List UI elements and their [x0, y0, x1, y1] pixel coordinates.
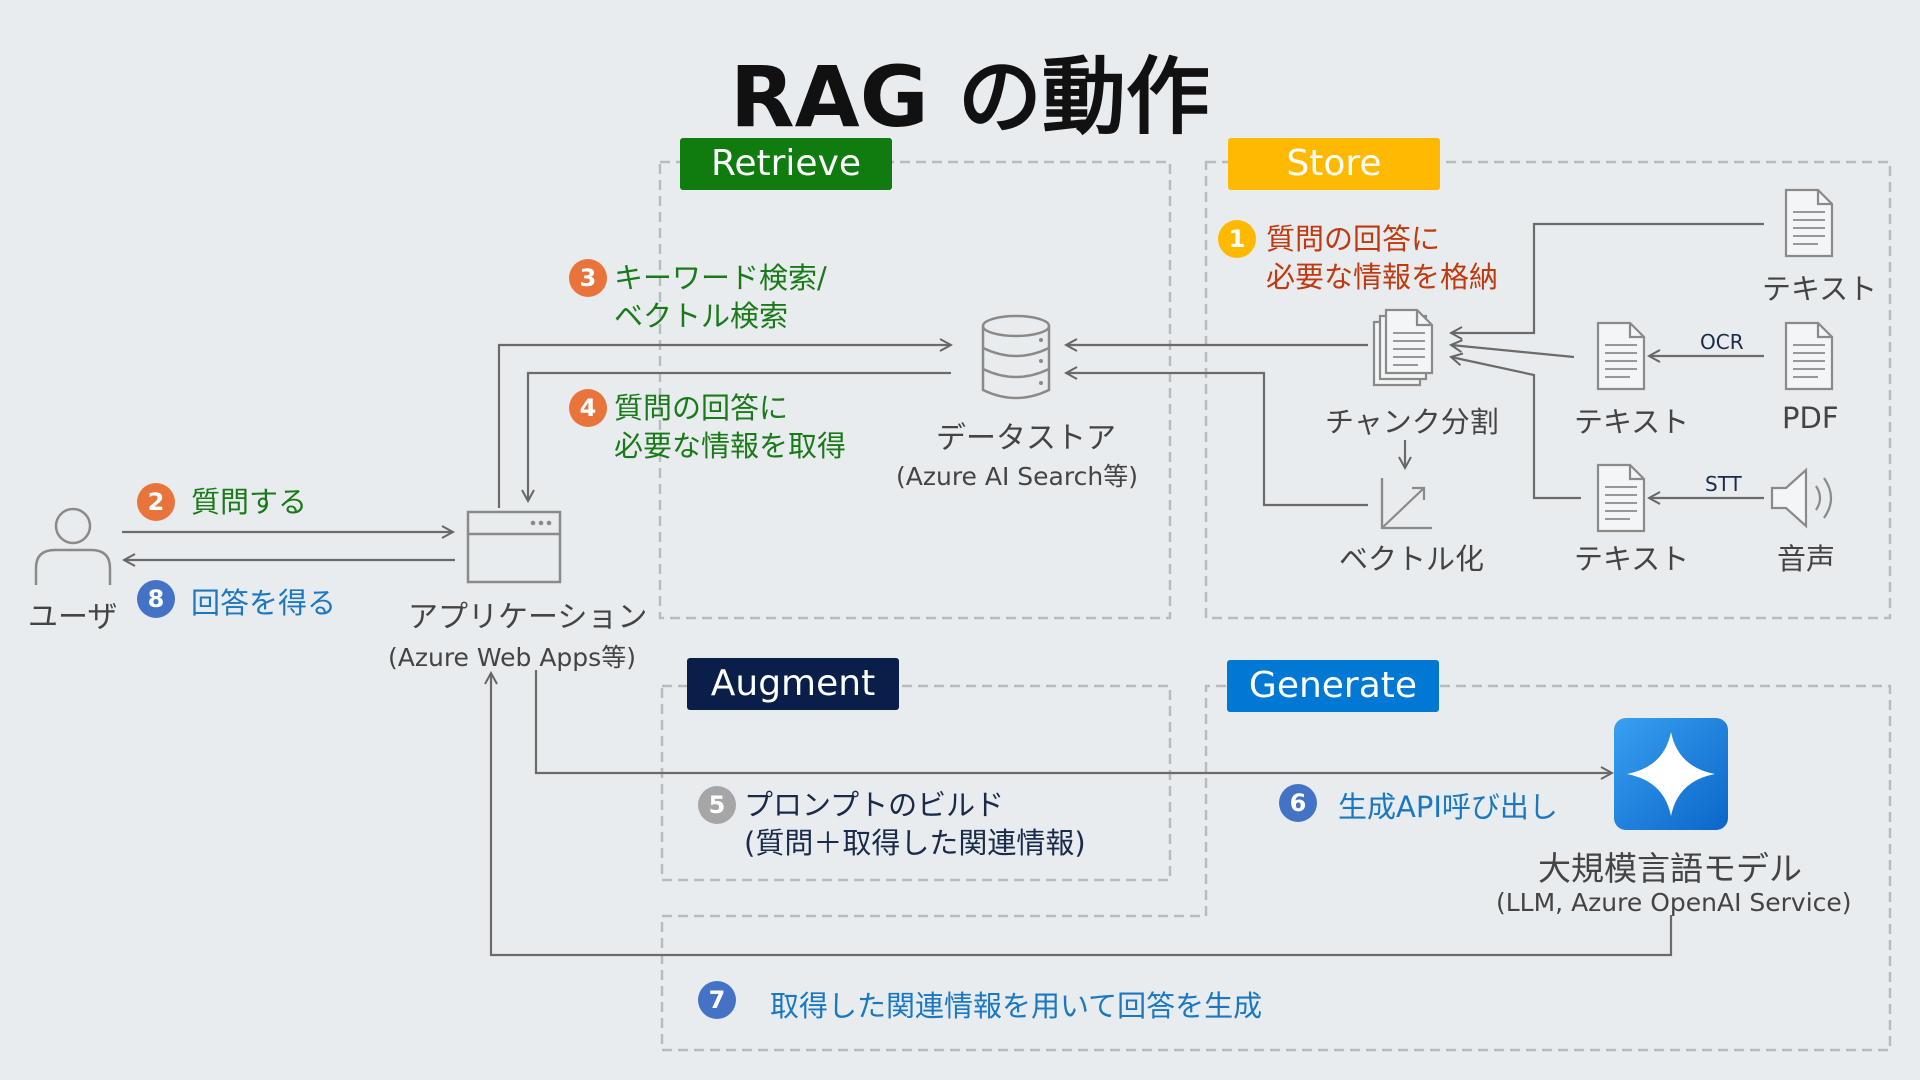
step-4-label: 質問の回答に 必要な情報を取得 — [614, 391, 847, 463]
retrieve-tag: Retrieve — [680, 138, 892, 190]
speaker-icon — [1770, 467, 1833, 529]
database-icon — [981, 314, 1051, 400]
text-top-label: テキスト — [1762, 272, 1878, 306]
step-7-badge: 7 — [698, 981, 736, 1019]
step-1-badge: 1 — [1218, 220, 1256, 258]
step-3-label: キーワード検索/ ベクトル検索 — [614, 261, 827, 333]
documents-icon — [1372, 308, 1434, 387]
llm-label: 大規模言語モデル — [1538, 849, 1802, 888]
app-label: アプリケーション — [408, 600, 648, 635]
step-5-badge: 5 — [698, 786, 736, 824]
text-mid-label: テキスト — [1574, 405, 1690, 439]
step-6-label: 生成API呼び出し — [1338, 790, 1558, 824]
datastore-label: データストア — [936, 421, 1116, 456]
app-sublabel: (Azure Web Apps等) — [388, 643, 636, 672]
pdf-label: PDF — [1782, 401, 1839, 435]
generate-box — [660, 684, 1892, 1052]
step-2-badge: 2 — [137, 483, 175, 521]
chunk-label: チャンク分割 — [1325, 405, 1499, 439]
user-label: ユーザ — [28, 600, 118, 635]
page-title: RAG の動作 — [730, 48, 1210, 146]
step-1-label: 質問の回答に 必要な情報を格納 — [1266, 222, 1499, 294]
step-7-label: 取得した関連情報を用いて回答を生成 — [770, 989, 1263, 1023]
retrieve-box — [658, 160, 1172, 620]
step-6-badge: 6 — [1279, 784, 1317, 822]
datastore-sublabel: (Azure AI Search等) — [896, 462, 1138, 491]
augment-tag: Augment — [687, 658, 899, 710]
step-2-label: 質問する — [191, 485, 308, 519]
text-bottom-label: テキスト — [1574, 542, 1690, 576]
llm-sparkle-icon — [1614, 718, 1728, 830]
stt-label: STT — [1705, 472, 1742, 496]
step-8-badge: 8 — [137, 580, 175, 618]
step-3-badge: 3 — [569, 259, 607, 297]
llm-sublabel: (LLM, Azure OpenAI Service) — [1496, 888, 1852, 917]
step-5-label: プロンプトのビルド (質問＋取得した関連情報) — [744, 788, 1086, 860]
step-4-badge: 4 — [569, 389, 607, 427]
vector-icon — [1380, 478, 1432, 530]
document-icon — [1596, 188, 1834, 533]
app-window-icon — [466, 510, 562, 584]
generate-tag: Generate — [1227, 660, 1439, 712]
store-tag: Store — [1228, 138, 1440, 190]
store-box — [1204, 160, 1892, 620]
user-icon — [34, 507, 112, 585]
ocr-label: OCR — [1700, 330, 1744, 354]
step-8-label: 回答を得る — [191, 586, 337, 620]
vector-label: ベクトル化 — [1339, 542, 1485, 576]
audio-label: 音声 — [1777, 542, 1836, 576]
